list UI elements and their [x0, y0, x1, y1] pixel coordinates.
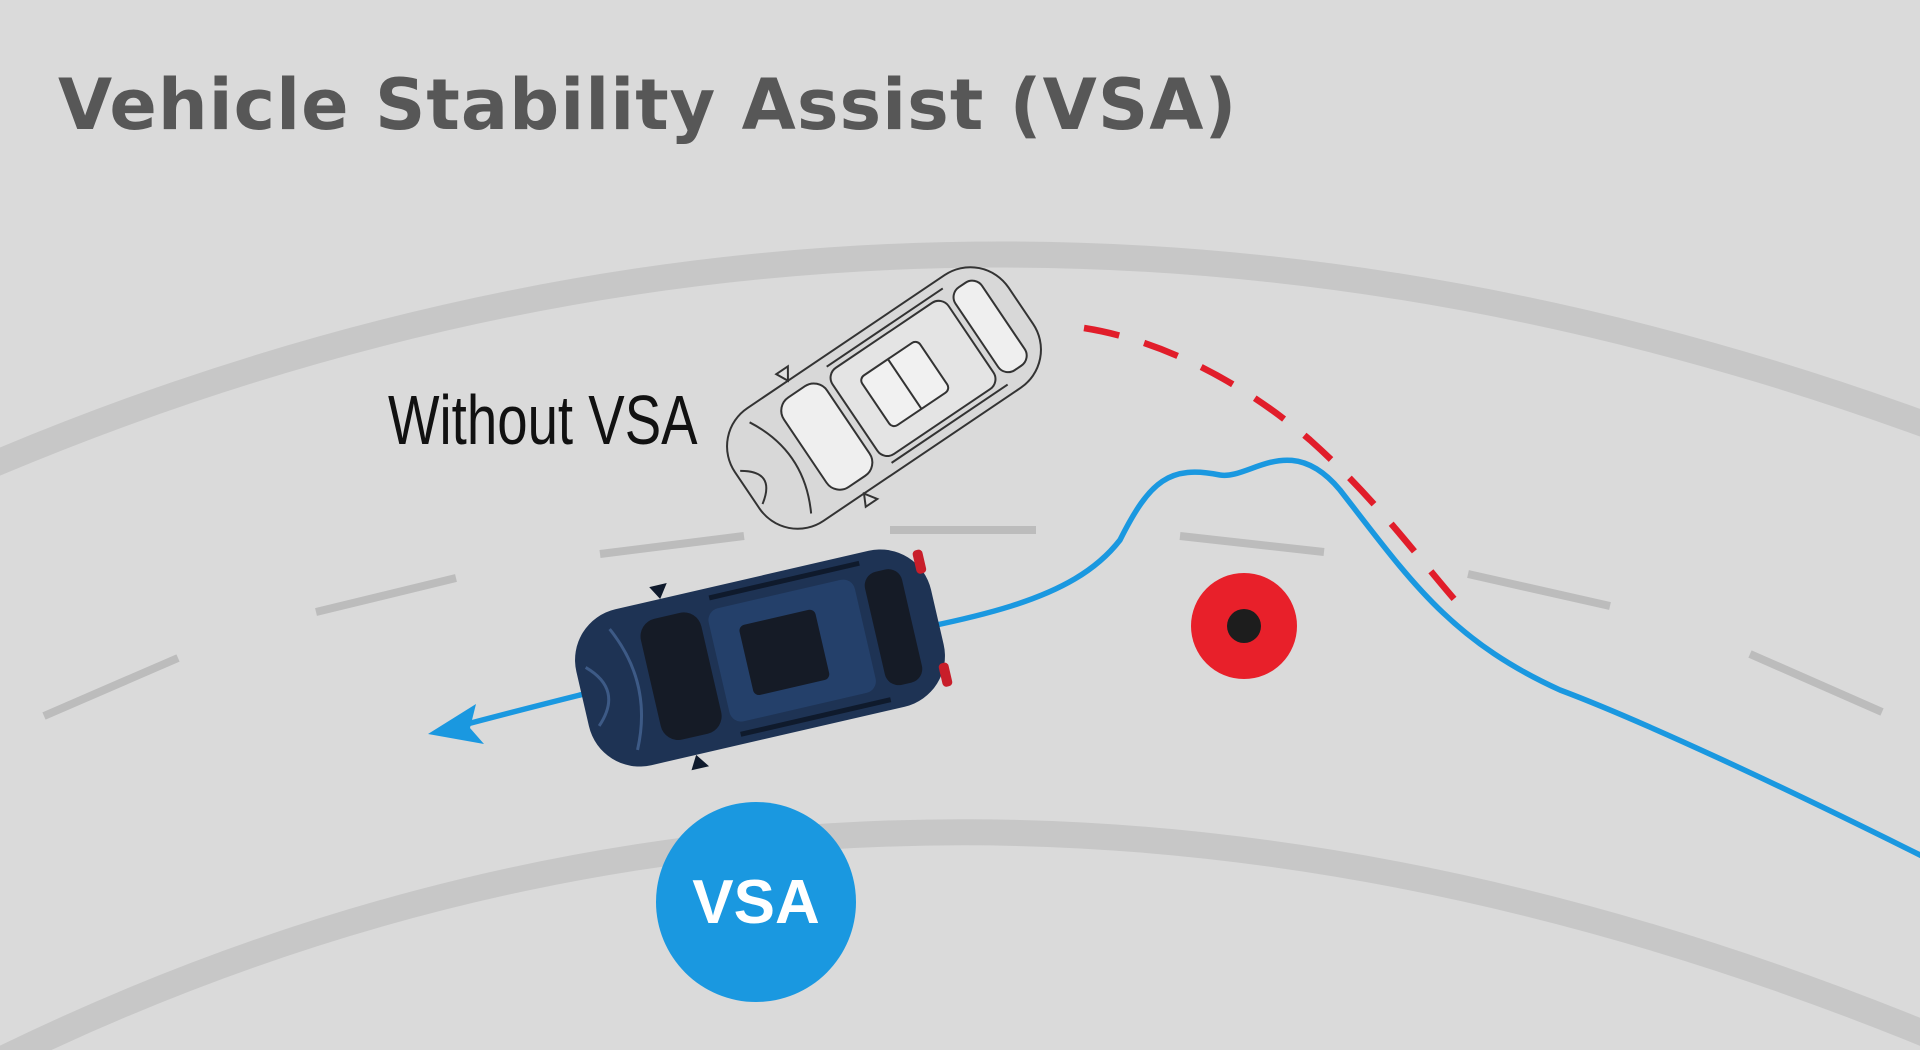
car-mirror [862, 491, 880, 509]
lane-dash [42, 654, 180, 720]
car-hood-lines [584, 628, 644, 751]
car-without-vsa [726, 266, 1042, 530]
target-obstacle-icon [1191, 573, 1297, 679]
car-with-vsa [575, 549, 953, 771]
car-rear-window [864, 569, 923, 686]
diagram-title: Vehicle Stability Assist (VSA) [58, 64, 1238, 146]
car-hood-lines [740, 421, 813, 514]
lane-dash [315, 574, 457, 616]
no-vsa-trajectory [1083, 324, 1458, 603]
arrowhead-icon [428, 704, 484, 744]
lane-dash [599, 532, 745, 558]
car-tail-light [912, 549, 927, 574]
car-roof-rail [891, 383, 1009, 464]
car-tail-light [938, 662, 953, 687]
car-rear-window [952, 279, 1028, 374]
lane-divider [42, 526, 1884, 720]
car-sunroof-divider [887, 358, 923, 410]
car-mirror [774, 364, 789, 383]
car-roof-rail [708, 560, 860, 601]
car-mirror [691, 754, 710, 771]
obstacle-center [1227, 609, 1261, 643]
car-mirror [649, 583, 667, 599]
car-windshield [640, 612, 722, 741]
car-roof-rail [826, 287, 944, 368]
vsa-badge-label: VSA [692, 867, 820, 937]
road-edge-lower [0, 819, 1920, 1050]
car-roof-rail [740, 697, 892, 737]
lane-dash [1748, 650, 1884, 716]
car-sunroof [739, 609, 830, 696]
vsa-trajectory [577, 457, 1920, 859]
lane-dash [1179, 532, 1325, 556]
lane-dash [1467, 570, 1611, 610]
road-edge-upper [0, 241, 1920, 476]
car-body-outline [726, 266, 1042, 530]
without-vsa-label: Without VSA [388, 381, 698, 459]
car-windshield [780, 382, 874, 491]
vsa-badge: VSA [656, 802, 856, 1002]
